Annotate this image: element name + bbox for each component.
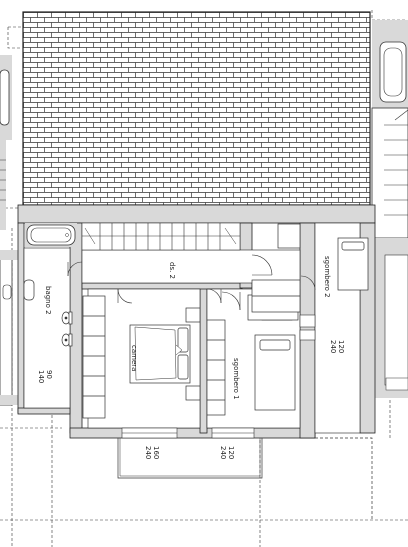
windows: [121, 314, 316, 439]
sgombero2-furniture: [251, 223, 369, 313]
label-ds: ds. 2: [168, 262, 176, 279]
camera-furniture: [82, 295, 201, 419]
dim-sgombero1-h: 240: [219, 446, 227, 459]
label-bagno: bagno 2: [44, 286, 52, 315]
dim-camera-w: 160: [152, 446, 160, 459]
sink-left: [2, 284, 12, 300]
label-sgombero2: sgombero 2: [323, 256, 331, 298]
right-unit: [371, 20, 408, 398]
dim-bagno-w: 90: [45, 370, 53, 379]
bathtub: [25, 223, 77, 247]
washbasin: [23, 279, 35, 301]
bagno-floor: [23, 247, 71, 409]
left-unit: [0, 55, 24, 406]
corridor-floor: [81, 249, 301, 284]
dim-bagno-h: 140: [37, 370, 45, 383]
stairs: [81, 222, 241, 251]
label-camera: camera: [130, 345, 138, 371]
label-sgombero1: sgombero 1: [232, 358, 240, 400]
wardrobe-camera: [82, 295, 106, 419]
dim-camera-h: 240: [144, 446, 152, 459]
dim-sgombero1-w: 120: [227, 446, 235, 459]
bagno-fixtures: [23, 279, 73, 347]
wardrobe-sgombero1: [206, 319, 226, 416]
door-swings: [67, 254, 316, 311]
roof-tiles: [22, 11, 371, 206]
balcony: [117, 437, 373, 520]
dim-sgombero2-h: 240: [329, 340, 337, 353]
bathtub-left: [0, 69, 10, 126]
dim-sgombero2-w: 120: [337, 340, 345, 353]
